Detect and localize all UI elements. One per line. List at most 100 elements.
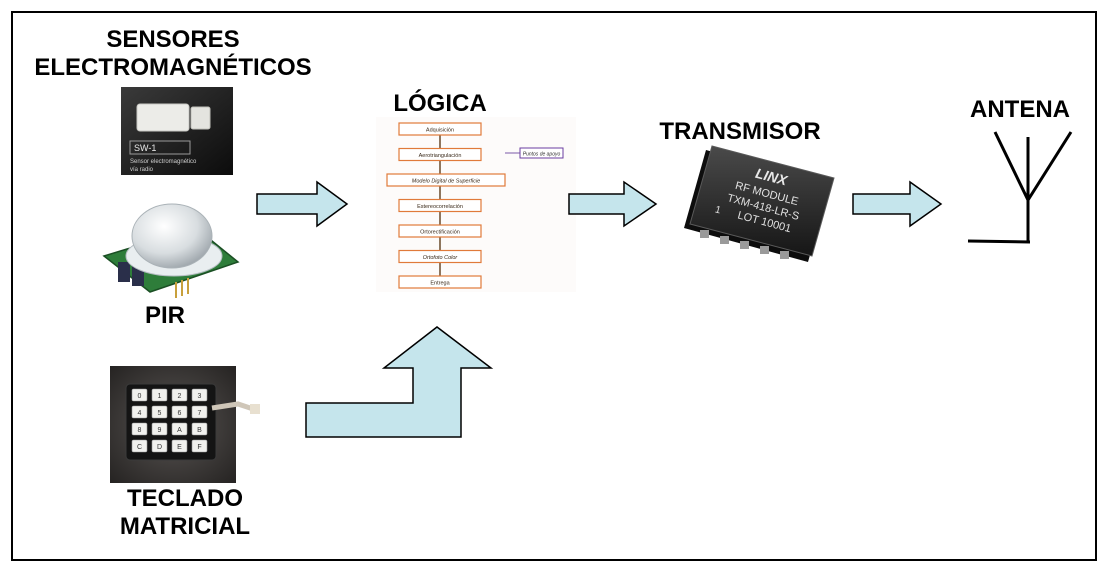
- flowchart-step-text: Modelo Digital de Superficie: [412, 179, 480, 185]
- flowchart-step: Aerotriangulación: [398, 147, 482, 162]
- keypad-key: 6: [171, 405, 188, 419]
- keypad-key-cap: [191, 439, 208, 453]
- keypad-key-cap: [191, 405, 208, 419]
- arrow-sensors-to-logic: [256, 180, 349, 228]
- rf-module-body: [689, 145, 835, 257]
- keypad-key-cap: [171, 439, 188, 453]
- flow-arrows: [256, 180, 943, 438]
- keypad-key-label: 8: [138, 427, 142, 434]
- rf-module-pin-marker: 1: [714, 204, 723, 216]
- label-pir: PIR: [144, 302, 185, 329]
- keypad-key: 2: [171, 388, 188, 402]
- flowchart-note-text: Puntos de apoyo: [523, 152, 561, 158]
- flowchart-note-box: [519, 147, 564, 159]
- arrow-transmitter-to-antenna: [852, 180, 943, 228]
- flowchart-step-box: [398, 122, 482, 136]
- flowchart-step-box: [386, 173, 506, 187]
- flowchart-step: Ortorectificación: [398, 224, 482, 238]
- flowchart-step-box: [398, 147, 482, 162]
- sensor-electromagnetico-photo: SW-1 Sensor electromagnético vía radio: [121, 87, 233, 175]
- label-sensores-line2: ELECTROMAGNÉTICOS: [34, 53, 312, 81]
- keypad-key: 7: [191, 405, 208, 419]
- keypad-key: 9: [151, 422, 168, 436]
- antenna-ground: [967, 239, 1031, 244]
- keypad-key-label: F: [197, 444, 201, 451]
- rf-module-pin: [780, 251, 789, 259]
- flowchart-step-box: [398, 224, 482, 238]
- rf-module-pin: [700, 230, 709, 238]
- logica-flowchart: Puntos de apoyo AdquisiciónAerotriangula…: [376, 117, 576, 292]
- sensor-model-text: SW-1: [134, 143, 156, 153]
- label-teclado-line2: MATRICIAL: [119, 512, 251, 540]
- rf-module-pin: [720, 236, 729, 244]
- label-antena: ANTENA: [970, 96, 1070, 123]
- flowchart-step-box: [398, 198, 482, 213]
- keypad-key: 4: [131, 405, 148, 419]
- sensor-magnet: [190, 106, 211, 130]
- flowchart-step-box: [398, 249, 482, 264]
- keypad-key-cap: [131, 405, 148, 419]
- keypad-key-label: C: [137, 444, 142, 451]
- keypad-key: 0: [131, 388, 148, 402]
- arrow-keypad-to-logic: [305, 326, 494, 438]
- keypad-key-cap: [171, 422, 188, 436]
- keypad-key-cap: [151, 439, 168, 453]
- keypad-key: 3: [191, 388, 208, 402]
- keypad-key-cap: [171, 388, 188, 402]
- keypad-key: C: [131, 439, 148, 453]
- keypad-image: 0 1 2 3 4 5 6 7 8 9 A B C D E F: [110, 366, 260, 483]
- rf-module-pins: [700, 230, 789, 259]
- keypad-key-cap: [171, 405, 188, 419]
- keypad-key: D: [151, 439, 168, 453]
- flowchart-step: Estereocorrelación: [398, 198, 482, 213]
- flowchart-step-text: Ortorectificación: [420, 230, 460, 236]
- rf-module-image: LINX RF MODULE TXM-418-LR-S 1 LOT 10001: [684, 145, 835, 262]
- rf-module-pin: [760, 246, 769, 254]
- keypad-key-label: 5: [158, 410, 162, 417]
- label-logica: LÓGICA: [393, 90, 487, 117]
- flowchart-step: Modelo Digital de Superficie: [386, 173, 506, 187]
- flowchart-step: Adquisición: [398, 122, 482, 136]
- keypad-key-label: E: [177, 444, 182, 451]
- label-sensores: SENSORES ELECTROMAGNÉTICOS: [0, 26, 346, 81]
- label-teclado: TECLADO MATRICIAL: [100, 485, 270, 540]
- keypad-key: E: [171, 439, 188, 453]
- keypad-key-label: 6: [178, 410, 182, 417]
- flowchart-step-text: Adquisición: [426, 128, 454, 134]
- keypad-key: 1: [151, 388, 168, 402]
- keypad-key-cap: [151, 405, 168, 419]
- pir-dome: [131, 203, 213, 269]
- keypad-key: 8: [131, 422, 148, 436]
- label-transmisor: TRANSMISOR: [659, 118, 821, 145]
- sensor-caption-line1: Sensor electromagnético: [130, 159, 197, 165]
- flowchart-step-text: Entrega: [430, 281, 450, 287]
- flowchart-step: Ortofoto Color: [398, 249, 482, 264]
- keypad-key-label: 9: [158, 427, 162, 434]
- flowchart-step-box: [398, 275, 482, 289]
- keypad-key-cap: [151, 422, 168, 436]
- keypad-key-label: 1: [158, 393, 162, 400]
- keypad-key-label: A: [177, 427, 182, 434]
- keypad-connector: [250, 404, 260, 414]
- keypad-key-label: 0: [138, 393, 142, 400]
- flowchart-step-text: Aerotriangulación: [419, 153, 462, 159]
- sensor-caption-line2: vía radio: [130, 167, 154, 173]
- keypad-key-cap: [191, 422, 208, 436]
- keypad-key-label: B: [197, 427, 202, 434]
- keypad-key-label: D: [157, 444, 162, 451]
- pir-sensor-image: [102, 203, 240, 298]
- keypad-key-cap: [191, 388, 208, 402]
- antenna-v: [993, 131, 1073, 204]
- keypad-key-grid: 0 1 2 3 4 5 6 7 8 9 A B C D E F: [131, 388, 208, 453]
- keypad-key-cap: [151, 388, 168, 402]
- sensor-model-box: [129, 140, 191, 155]
- keypad-key-label: 3: [198, 393, 202, 400]
- rf-module-pin: [740, 241, 749, 249]
- keypad-key-label: 2: [178, 393, 182, 400]
- keypad-key: A: [171, 422, 188, 436]
- keypad-key: 5: [151, 405, 168, 419]
- antenna-symbol: [967, 131, 1073, 244]
- keypad-key: F: [191, 439, 208, 453]
- keypad-key-label: 4: [138, 410, 142, 417]
